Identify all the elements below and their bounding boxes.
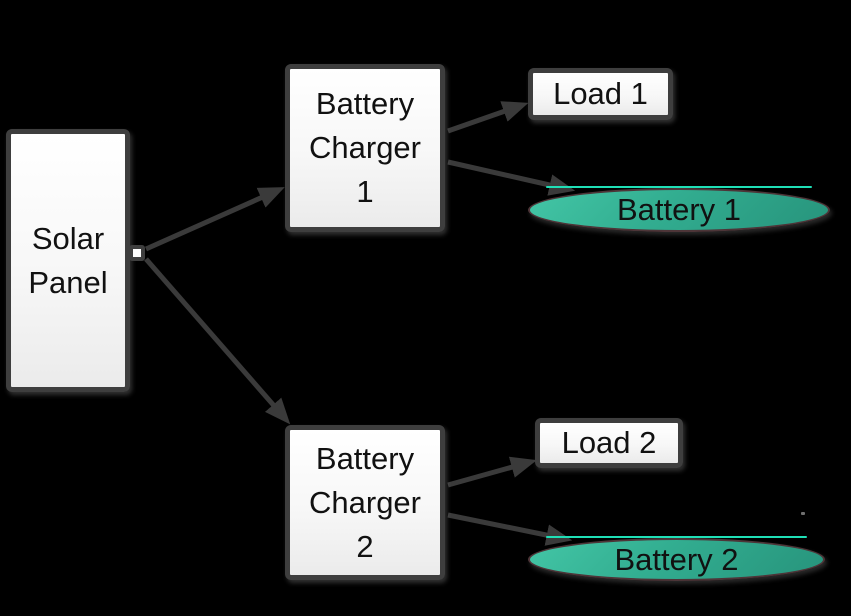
battery-2-label: Battery 2 xyxy=(614,541,739,577)
battery-1-ellipse: Battery 1 xyxy=(528,188,830,232)
edge-charger2-to-battery2 xyxy=(447,512,573,546)
edge-charger2-to-load2 xyxy=(447,456,537,488)
edge-solar-to-charger1 xyxy=(144,187,285,252)
battery-charger-1-label-line3: 1 xyxy=(356,174,374,209)
battery-charger-2-label-line2: Charger xyxy=(309,484,421,520)
node-battery-charger-2: Battery Charger 2 xyxy=(285,425,445,580)
node-load-1: Load 1 xyxy=(528,68,673,120)
load-2-label: Load 2 xyxy=(561,425,657,460)
load-1-label: Load 1 xyxy=(553,76,648,111)
node-battery-charger-1: Battery Charger 1 xyxy=(285,64,445,232)
battery-1-label: Battery 1 xyxy=(616,192,742,227)
battery-charger-2-label-line1: Battery xyxy=(315,440,415,476)
edge-solar-to-charger2 xyxy=(144,257,291,425)
node-solar-panel: Solar Panel xyxy=(6,129,130,392)
solar-panel-connector-dot xyxy=(129,245,145,261)
speck-artifact xyxy=(801,512,805,515)
battery-charger-1-label-line1: Battery xyxy=(315,86,415,121)
node-battery-2: Battery 2 xyxy=(528,536,825,581)
battery-2-highlight xyxy=(545,536,808,538)
node-load-2: Load 2 xyxy=(535,418,683,468)
battery-charger-2-label-line3: 2 xyxy=(356,528,374,564)
solar-panel-label-line1: Solar xyxy=(31,220,105,256)
battery-charger-1-label-line2: Charger xyxy=(309,130,421,165)
edge-charger1-to-battery1 xyxy=(447,159,576,196)
battery-1-highlight xyxy=(546,186,812,188)
edge-charger1-to-load1 xyxy=(447,101,529,134)
solar-panel-label-line2: Panel xyxy=(28,264,108,300)
battery-2-ellipse: Battery 2 xyxy=(528,538,825,581)
node-battery-1: Battery 1 xyxy=(528,186,830,232)
